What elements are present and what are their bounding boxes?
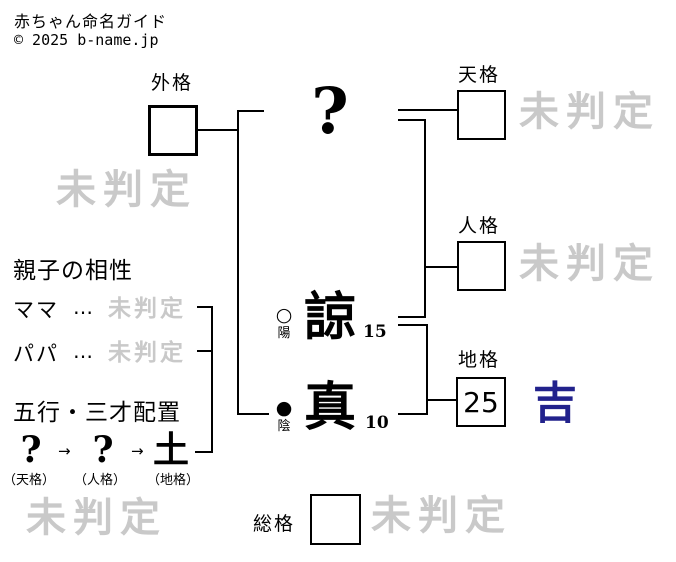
gaikaku-result-watermark: 未判定 <box>56 166 197 213</box>
yang-circle-icon: ○ <box>275 304 293 326</box>
compatibility-bracket-line <box>211 306 213 453</box>
mama-dots: … <box>73 295 93 319</box>
gogyo-title: 五行・三才配置 <box>13 400 181 426</box>
gogyo-arrow-icon-2: → <box>131 442 144 460</box>
jinkaku-result-watermark: 未判定 <box>519 240 660 287</box>
surname-lower-stub-line <box>398 119 425 121</box>
gaikaku-connector-line <box>197 129 238 131</box>
chikaku-connector-line <box>426 399 456 401</box>
jinkaku-bracket-line <box>424 119 426 318</box>
papa-result: 未判定 <box>108 339 186 366</box>
yin-circle-icon: ● <box>275 397 293 419</box>
yin-label: 陰 <box>277 419 291 434</box>
copyright-text: © 2025 b-name.jp <box>14 31 159 49</box>
soukaku-label: 総格 <box>253 513 296 535</box>
tenkaku-connector-line <box>398 109 457 111</box>
tenkaku-box <box>457 90 506 140</box>
given-char-1-strokes: 15 <box>363 322 387 342</box>
tenkaku-label: 天格 <box>458 64 501 86</box>
given-char-2: 真 <box>303 377 356 438</box>
compatibility-title: 親子の相性 <box>13 258 133 284</box>
gogyo-symbol-chikaku: 土 <box>152 429 189 471</box>
gogyo-label-tenkaku: （天格） <box>3 473 56 488</box>
papa-stub-line <box>197 350 213 352</box>
jinkaku-label: 人格 <box>458 215 501 237</box>
mama-label: ママ <box>13 298 59 322</box>
given-char-2-strokes: 10 <box>365 413 389 433</box>
given1-upper-stub-line <box>398 316 425 318</box>
chikaku-label: 地格 <box>458 349 501 371</box>
soukaku-box <box>310 494 361 545</box>
yin-marker: ● 陰 <box>271 397 297 434</box>
page-title: 赤ちゃん命名ガイド <box>14 12 168 31</box>
gaikaku-box <box>148 105 198 156</box>
soukaku-result-watermark: 未判定 <box>371 492 512 539</box>
given2-left-stub-line <box>238 413 269 415</box>
gogyo-label-chikaku: （地格） <box>147 473 200 488</box>
gogyo-result-watermark: 未判定 <box>26 494 167 541</box>
jinkaku-connector-line <box>424 266 457 268</box>
gogyo-label-jinkaku: （人格） <box>74 473 127 488</box>
gaikaku-bracket-line <box>237 110 239 415</box>
yang-marker: ○ 陽 <box>271 304 297 341</box>
surname-left-stub-line <box>238 110 264 112</box>
surname-placeholder-char: ? <box>311 74 349 149</box>
jinkaku-box <box>457 241 506 291</box>
gaikaku-label: 外格 <box>151 72 194 94</box>
chikaku-value: 25 <box>463 385 499 419</box>
gogyo-arrow-icon-1: → <box>58 442 71 460</box>
gogyo-symbol-tenkaku: ? <box>20 429 42 471</box>
papa-dots: … <box>73 339 93 363</box>
mama-result: 未判定 <box>108 295 186 322</box>
yang-label: 陽 <box>277 326 291 341</box>
given1-lower-stub-line <box>398 324 427 326</box>
chikaku-bracket-line <box>426 324 428 415</box>
chikaku-box: 25 <box>456 377 506 427</box>
gogyo-symbol-jinkaku: ? <box>92 429 114 471</box>
tenkaku-result-watermark: 未判定 <box>519 88 660 135</box>
given-char-1: 諒 <box>303 287 356 348</box>
chikaku-result-good: 吉 <box>533 378 577 429</box>
mama-stub-line <box>197 306 213 308</box>
given2-right-stub-line <box>398 413 427 415</box>
papa-label: パパ <box>13 342 59 366</box>
gogyo-stub-line <box>195 451 212 453</box>
